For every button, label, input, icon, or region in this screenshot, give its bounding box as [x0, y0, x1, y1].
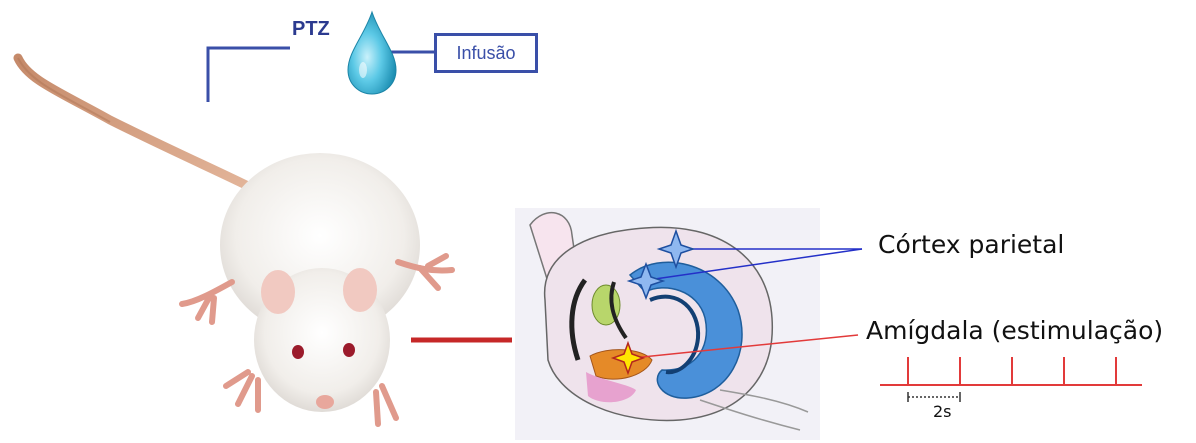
- brain-illustration: [515, 208, 820, 440]
- rat-paw-front-left: [226, 372, 258, 410]
- rat-paw-left: [182, 282, 232, 322]
- rat-ear-right: [343, 268, 377, 312]
- interval-label: 2s: [933, 402, 952, 421]
- rat-tail: [18, 58, 252, 188]
- rat-eye-right: [343, 343, 355, 357]
- ptz-drop-icon: [348, 12, 396, 94]
- drop-highlight: [359, 62, 367, 78]
- rat-nose: [316, 395, 334, 409]
- stimulation-pulse-train: [880, 357, 1142, 385]
- infusion-label: Infusão: [456, 43, 515, 64]
- infusion-box: Infusão: [434, 33, 538, 73]
- rat-illustration: [18, 58, 452, 424]
- rat-eye-left: [292, 345, 304, 359]
- rat-paw-front-right: [376, 386, 396, 424]
- cortex-label: Córtex parietal: [878, 230, 1064, 259]
- amygdala-label: Amígdala (estimulação): [866, 316, 1163, 345]
- rat-ear-left: [261, 270, 295, 314]
- infusion-line: [208, 48, 434, 102]
- ptz-label: PTZ: [292, 18, 330, 41]
